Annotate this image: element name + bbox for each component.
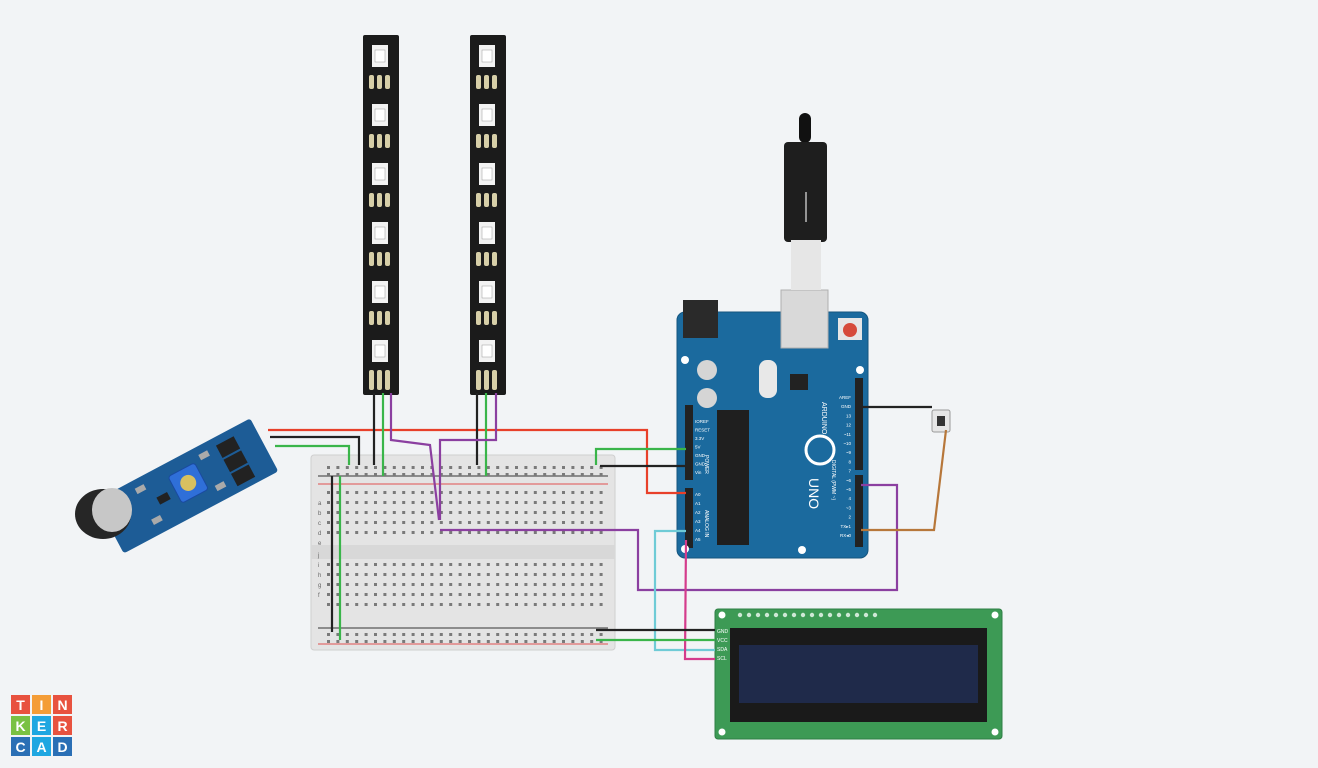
arduino-pin-label: ~3: [846, 505, 852, 510]
logo-letter: I: [32, 695, 51, 714]
bb-row-label: b: [318, 511, 322, 517]
arduino-pin-label: A0: [695, 492, 701, 497]
arduino-pin-label: 8: [848, 459, 851, 464]
arduino-pin-label: IOREF: [695, 419, 709, 424]
wire-data-to-arduino[interactable]: [440, 483, 899, 592]
arduino-pin-label: 13: [846, 413, 852, 418]
lcd-pin-label: VCC: [717, 638, 728, 644]
arduino-pin-label: A3: [695, 519, 701, 524]
wire-strip2-data[interactable]: [438, 393, 498, 520]
lcd-pin-label: SCL: [717, 656, 727, 662]
arduino-pin-label: A5: [695, 537, 701, 542]
wire-scl[interactable]: [683, 539, 715, 661]
push-button[interactable]: [931, 409, 951, 433]
arduino-uno-board[interactable]: ARDUINO UNO POWER ANALOG IN DIGITAL (PWM…: [676, 289, 869, 559]
logo-letter: T: [11, 695, 30, 714]
arduino-pin-label: ~11: [844, 432, 852, 437]
wire-green-sensor[interactable]: [275, 444, 351, 465]
wire-button-signal[interactable]: [861, 429, 948, 532]
usb-cable[interactable]: [784, 113, 827, 290]
logo-letter: E: [32, 716, 51, 735]
arduino-logo-text: ARDUINO: [820, 402, 827, 435]
bb-row-label: d: [318, 531, 321, 537]
bb-row-label: e: [318, 541, 322, 547]
arduino-pin-label: A4: [695, 528, 701, 533]
logo-letter: A: [32, 737, 51, 756]
arduino-pin-label: A1: [695, 501, 701, 506]
arduino-pin-label: AREF: [839, 395, 851, 400]
arduino-pin-label: ~9: [846, 450, 852, 455]
arduino-pin-label: GND: [841, 404, 852, 409]
bb-row-label: g: [318, 583, 321, 589]
sound-sensor-module[interactable]: [75, 418, 278, 553]
arduino-pin-label: ~10: [843, 441, 851, 446]
led-strip-2[interactable]: [470, 35, 506, 395]
arduino-pin-label: RX◂0: [840, 533, 852, 538]
arduino-pin-label: GND: [695, 453, 706, 458]
arduino-pin-label: GND: [695, 462, 706, 467]
bb-row-label: c: [318, 521, 321, 527]
lcd-pin-label: GND: [717, 629, 729, 635]
led-strip-1[interactable]: [363, 35, 399, 395]
logo-letter: K: [11, 716, 30, 735]
arduino-pin-label: 12: [846, 423, 852, 428]
wire-red[interactable]: [268, 428, 686, 495]
analog-header-title: ANALOG IN: [703, 510, 709, 538]
logo-letter: R: [53, 716, 72, 735]
arduino-pin-label: ~5: [846, 487, 852, 492]
bb-row-label: i: [318, 563, 319, 569]
arduino-pin-label: Vin: [695, 470, 702, 475]
logo-letter: D: [53, 737, 72, 756]
arduino-pin-label: 2: [848, 515, 851, 520]
logo-letter: N: [53, 695, 72, 714]
arduino-pin-label: 7: [848, 469, 851, 474]
arduino-pin-label: 5V: [695, 445, 701, 450]
arduino-pin-label: 3.3V: [695, 436, 704, 441]
bb-row-label: j: [317, 553, 319, 559]
lcd-pin-label: SDA: [717, 647, 728, 653]
arduino-pin-label: ~6: [846, 478, 852, 483]
uno-text: UNO: [806, 478, 822, 509]
arduino-pin-label: TX▸1: [840, 524, 851, 529]
bb-row-label: h: [318, 573, 321, 579]
digital-header-title: DIGITAL (PWM ~): [830, 460, 836, 500]
arduino-pin-label: RESET: [695, 428, 710, 433]
wire-5v[interactable]: [594, 447, 686, 465]
wire-strip1-data[interactable]: [389, 393, 441, 521]
tinkercad-logo: T I N K E R C A D: [11, 695, 72, 756]
bb-row-label: f: [318, 593, 320, 599]
lcd-display[interactable]: GND VCC SDA SCL: [714, 608, 1003, 740]
power-header-title: POWER: [703, 455, 709, 474]
bb-row-label: a: [318, 501, 322, 507]
wire-black-sensor[interactable]: [270, 435, 361, 465]
arduino-pin-label: 4: [848, 496, 851, 501]
wires[interactable]: [268, 393, 948, 661]
logo-letter: C: [11, 737, 30, 756]
arduino-pin-label: A2: [695, 510, 701, 515]
